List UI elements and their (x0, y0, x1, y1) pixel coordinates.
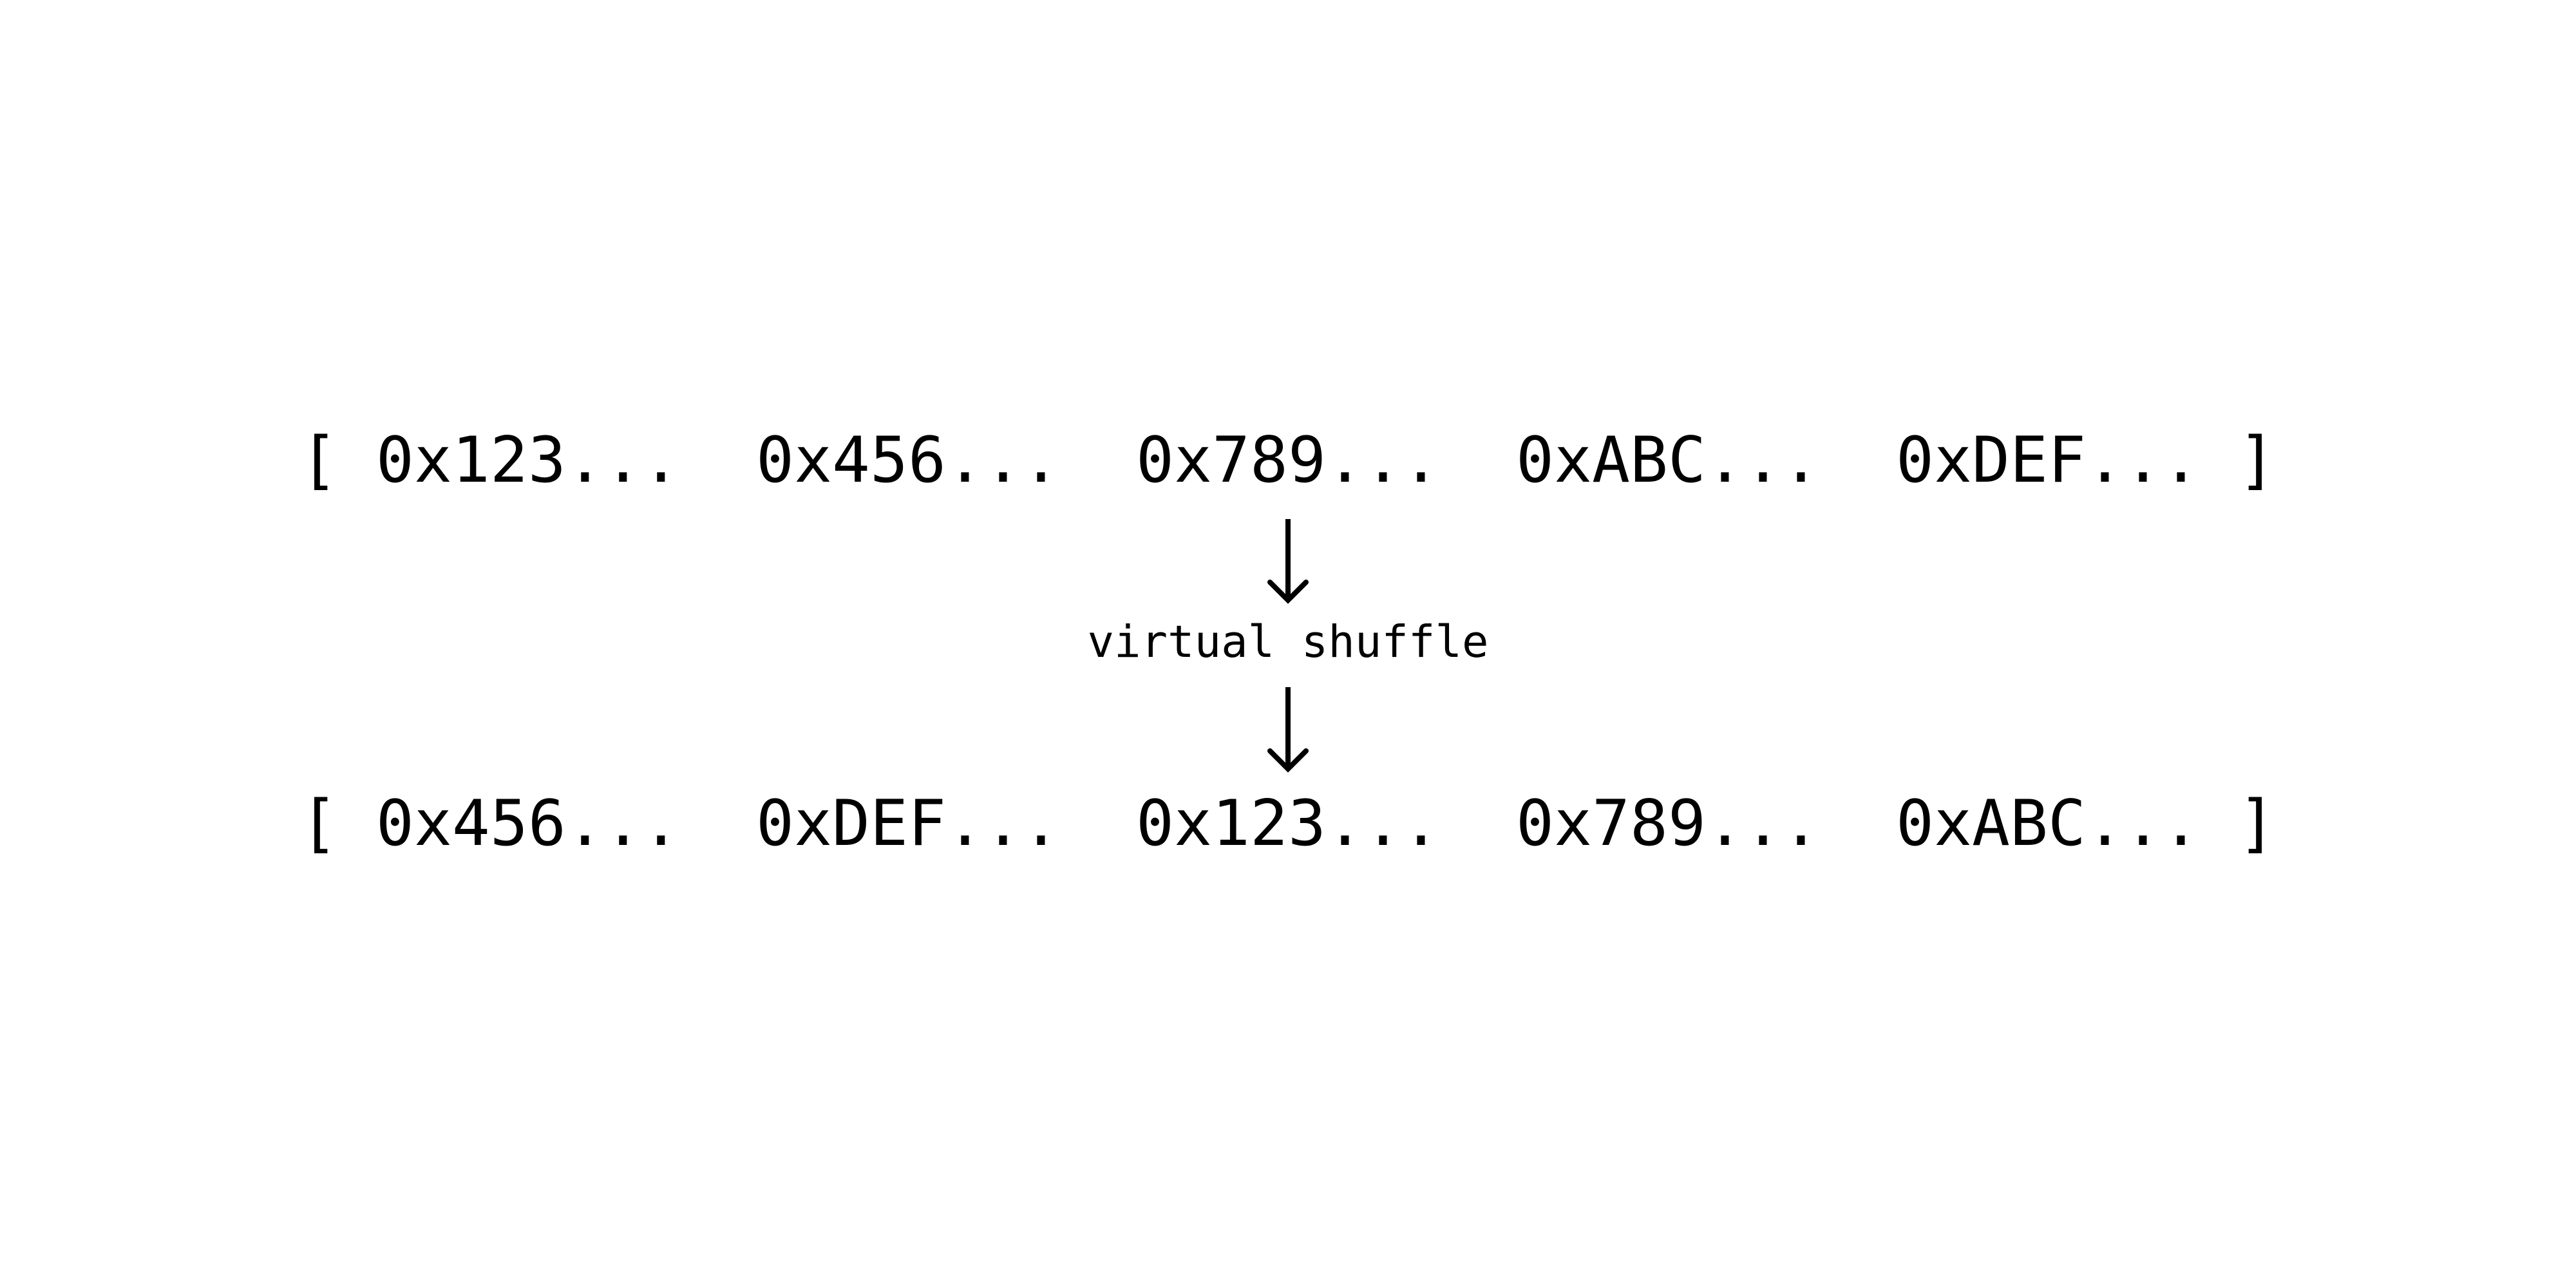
close-bracket: ] (2238, 424, 2277, 497)
open-bracket: [ (299, 424, 338, 497)
array-item: 0xABC... (1896, 787, 2201, 860)
array-item: 0x456... (755, 424, 1060, 497)
down-arrow-icon (1262, 683, 1314, 773)
array-item: 0xDEF... (1896, 424, 2201, 497)
shuffled-array: [ 0x456... 0xDEF... 0x123... 0x789... 0x… (0, 792, 2576, 855)
original-array: [ 0x123... 0x456... 0x789... 0xABC... 0x… (0, 429, 2576, 492)
array-item: 0x123... (1135, 787, 1440, 860)
array-item: 0x789... (1516, 787, 1821, 860)
open-bracket: [ (299, 787, 338, 860)
operation-label: virtual shuffle (1087, 616, 1489, 668)
close-bracket: ] (2238, 787, 2277, 860)
array-item: 0x123... (375, 424, 680, 497)
array-item: 0x456... (375, 787, 680, 860)
down-arrow-icon (1262, 515, 1314, 605)
array-item: 0x789... (1135, 424, 1440, 497)
array-item: 0xABC... (1516, 424, 1821, 497)
array-item: 0xDEF... (755, 787, 1060, 860)
